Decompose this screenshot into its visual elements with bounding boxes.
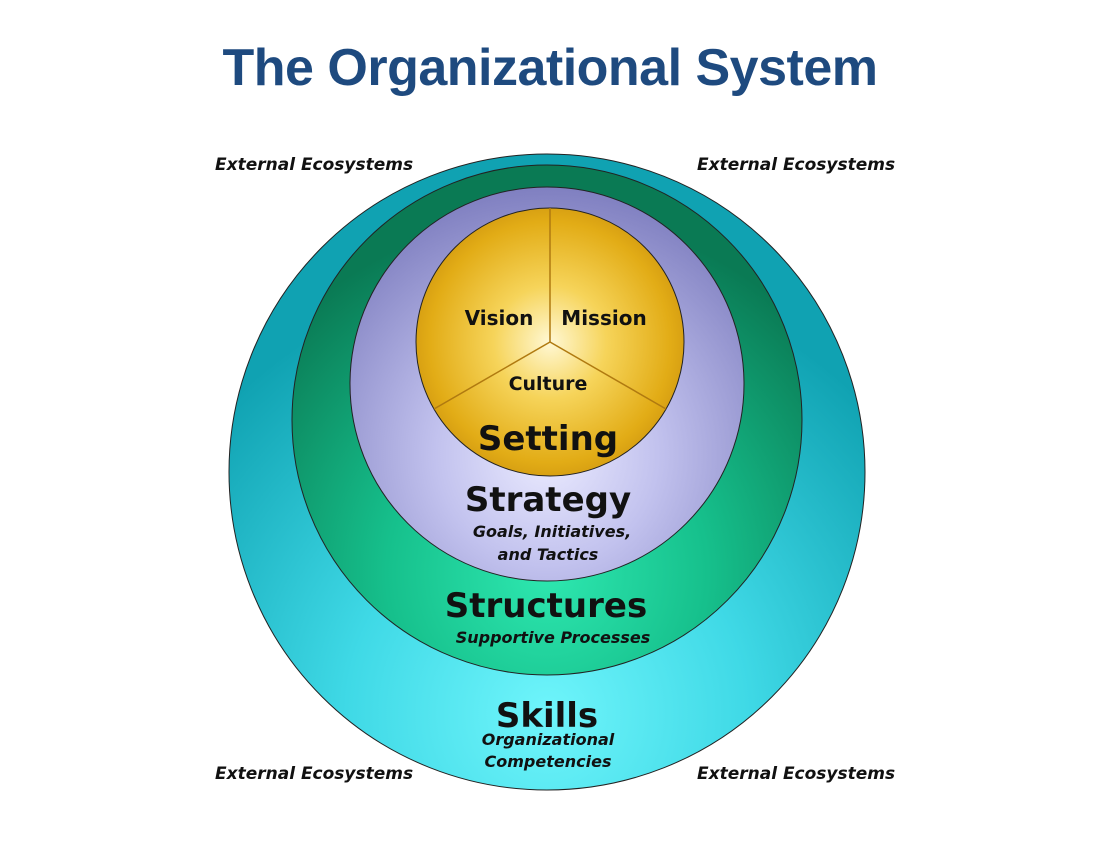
external-ecosystems-bottom-right: External Ecosystems: [697, 764, 896, 784]
external-ecosystems-bottom-left: External Ecosystems: [215, 764, 414, 784]
skills-subtitle-line2: Competencies: [485, 752, 612, 771]
skills-title: Skills: [496, 696, 598, 736]
strategy-title: Strategy: [465, 480, 631, 520]
strategy-subtitle-line1: Goals, Initiatives,: [473, 522, 631, 541]
structures-subtitle: Supportive Processes: [456, 628, 651, 647]
structures-title: Structures: [445, 586, 647, 626]
vision-label: Vision: [465, 306, 534, 330]
strategy-subtitle-line2: and Tactics: [498, 545, 599, 564]
culture-label: Culture: [509, 373, 588, 395]
setting-dividers: [433, 208, 667, 410]
mission-label: Mission: [561, 306, 646, 330]
setting-title: Setting: [478, 419, 618, 459]
external-ecosystems-top-right: External Ecosystems: [697, 155, 896, 175]
page-title: The Organizational System: [222, 39, 879, 97]
skills-subtitle-line1: Organizational: [482, 730, 615, 749]
external-ecosystems-top-left: External Ecosystems: [215, 155, 414, 175]
